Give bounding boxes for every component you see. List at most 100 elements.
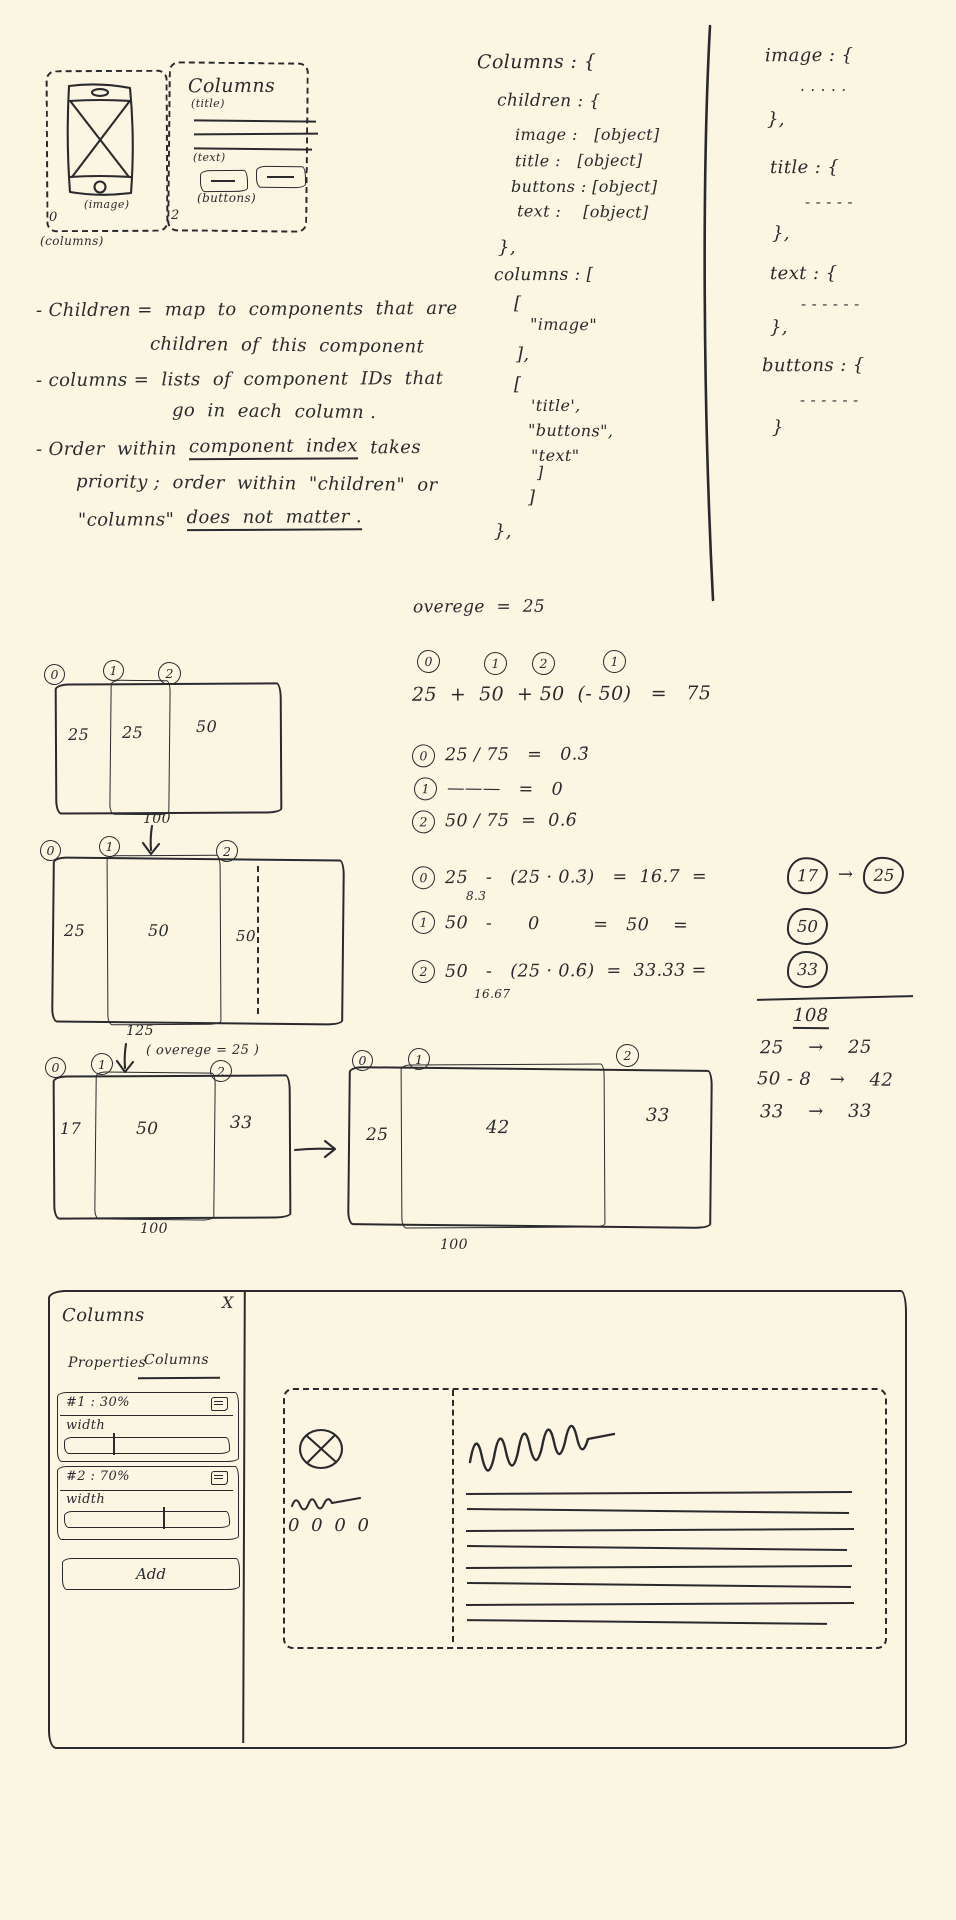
right-arrow-icon: [293, 1139, 337, 1159]
diagram4-index-badge: 2: [616, 1044, 639, 1067]
diagram2-index-badge: 0: [40, 840, 61, 861]
fragment-line: . . . . .: [800, 77, 847, 95]
schema-line: buttons : [object]: [511, 177, 658, 196]
note-order-line3-pre: "columns": [77, 508, 187, 531]
ratio-row: 0 25 / 75 = 0.3̄: [411, 744, 590, 768]
phone-wireframe-sketch: [66, 83, 134, 196]
column-card-2-header: #2 : 70%: [66, 1469, 130, 1484]
card-header-divider: [60, 1490, 233, 1491]
column-card-1-header: #1 : 30%: [66, 1395, 130, 1410]
wireframe-index-left: 0: [49, 210, 58, 225]
column-card-1-field-label: width: [66, 1418, 106, 1433]
wireframe-text-caption: (text): [193, 151, 226, 164]
column-index-badge: 2: [531, 651, 556, 676]
note-order-line2: priority ; order within "children" or: [75, 471, 438, 496]
note-columns-line2: go in each column .: [171, 399, 377, 424]
diagram3-total-width: 100: [140, 1221, 168, 1237]
adjustment-equation: 50 - (25 · 0.6̄) = 33.33 =: [444, 960, 707, 982]
diagram3-column-width: 17: [59, 1118, 82, 1139]
wireframe-image-caption: (image): [84, 198, 130, 211]
canvas-columns-outline: [283, 1388, 887, 1649]
diagram1-column-width: 50: [195, 716, 218, 737]
note-children-line1: - Children = map to components that are: [35, 297, 458, 322]
diagram3-index-badge: 2: [210, 1060, 232, 1082]
adjustment-sub-note: 8.3: [466, 889, 487, 903]
schema-line: children : {: [496, 90, 601, 112]
fragment-line: - - - - -: [805, 193, 854, 211]
ratio-index-badge: 1: [413, 777, 438, 801]
width-slider-handle-1: [113, 1433, 115, 1455]
adjustment-index-badge: 2: [411, 959, 436, 984]
wireframe-title-caption: (title): [191, 97, 225, 110]
diagram1-index-badge: 1: [103, 660, 124, 681]
mapping-line: 25 → 25: [759, 1036, 872, 1059]
fragment-line: }: [771, 416, 784, 439]
schema-line: title : [object]: [514, 150, 643, 171]
adjustment-result-circle: 50: [786, 907, 829, 946]
overage-note: overege = 25: [412, 596, 546, 618]
wireframe-button-label-line: [211, 180, 235, 182]
schema-line: [: [514, 293, 522, 314]
tab-columns-underline: [137, 1376, 221, 1380]
note-columns-line1: - columns = lists of component IDs that: [35, 367, 444, 392]
column-index-badge: 0: [416, 649, 441, 674]
title-squiggle-icon: [468, 1424, 616, 1472]
diagram2-column-width: 25: [63, 920, 86, 941]
fragment-line: title : {: [769, 156, 840, 179]
diagram2-overflow-dashed-line: [257, 866, 259, 1014]
schema-line: ]: [528, 487, 536, 508]
note-children-line2: children of this component: [149, 333, 425, 358]
schema-line: "image": [529, 314, 598, 335]
fragment-line: text : {: [769, 262, 838, 285]
mockup-panel-title: Columns: [61, 1304, 145, 1327]
add-column-button-label: Add: [135, 1565, 167, 1583]
note-order-line3-underlined: does not matter .: [187, 506, 363, 532]
tab-properties: Properties: [68, 1355, 147, 1371]
wireframe-title: Columns: [187, 74, 276, 98]
note-order-line1: - Order within component index takes: [35, 435, 421, 461]
ratio-equation: 25 / 75 = 0.3̄: [444, 744, 590, 765]
total-value: 108: [792, 1005, 829, 1030]
diagram1-index-badge: 2: [158, 662, 181, 685]
schema-line: 'title',: [531, 396, 581, 415]
diagram2-index-badge: 1: [99, 836, 120, 857]
diagram3-column-width: 33: [229, 1112, 253, 1134]
schema-line: columns : [: [493, 264, 594, 286]
total-separator-line: [756, 995, 914, 1001]
ratio-index-badge: 0: [411, 744, 436, 768]
schema-line: ]: [536, 462, 544, 483]
adjustment-equation: 25 - (25 · 0.3̄) = 16.7 =: [444, 866, 708, 888]
fragment-line: image : {: [764, 44, 854, 67]
ratio-equation: ——— = 0: [446, 778, 564, 800]
adjustment-row: 2 50 - (25 · 0.6̄) = 33.33 = 33: [411, 950, 829, 990]
column-index-badge: 1: [483, 651, 508, 676]
mapping-line: 50 - 8 → 42: [756, 1068, 894, 1091]
ratio-row: 1 ——— = 0: [413, 777, 564, 802]
card-grip-icon: [211, 1397, 228, 1411]
text-squiggle-icon: [290, 1496, 362, 1511]
diagram4-column-width: 25: [365, 1124, 389, 1146]
wireframe-index-right: 2: [171, 208, 180, 223]
adjustment-sub-note: 16.67: [474, 987, 511, 1001]
schema-line: text : [object]: [516, 201, 649, 222]
note-order-line3: "columns" does not matter .: [77, 506, 363, 532]
ratio-row: 2 50 / 75 = 0.6̄: [411, 810, 578, 834]
fragment-line: },: [769, 316, 789, 339]
diagram2-column-width: 50: [147, 920, 170, 941]
adjustment-arrow: →: [837, 864, 854, 886]
adjustment-final-circle: 25: [863, 856, 905, 894]
diagram1-middle-column-outline: [109, 679, 171, 816]
wireframe-buttons-caption: (buttons): [197, 191, 257, 205]
diagram4-index-badge: 1: [408, 1048, 430, 1070]
diagram2-overage-note: ( overege = 25 ): [145, 1042, 260, 1059]
fragment-line: - - - - - -: [801, 295, 860, 313]
diagram1-total-width: 100: [143, 811, 171, 827]
diagram3-index-badge: 0: [45, 1057, 66, 1078]
width-slider-track-1: [64, 1437, 230, 1454]
schema-line: },: [493, 520, 513, 543]
ratio-equation: 50 / 75 = 0.6̄: [444, 810, 578, 831]
card-header-divider: [60, 1415, 233, 1416]
note-order-pre: - Order within: [35, 437, 190, 460]
diagram1-column-width: 25: [121, 722, 144, 743]
